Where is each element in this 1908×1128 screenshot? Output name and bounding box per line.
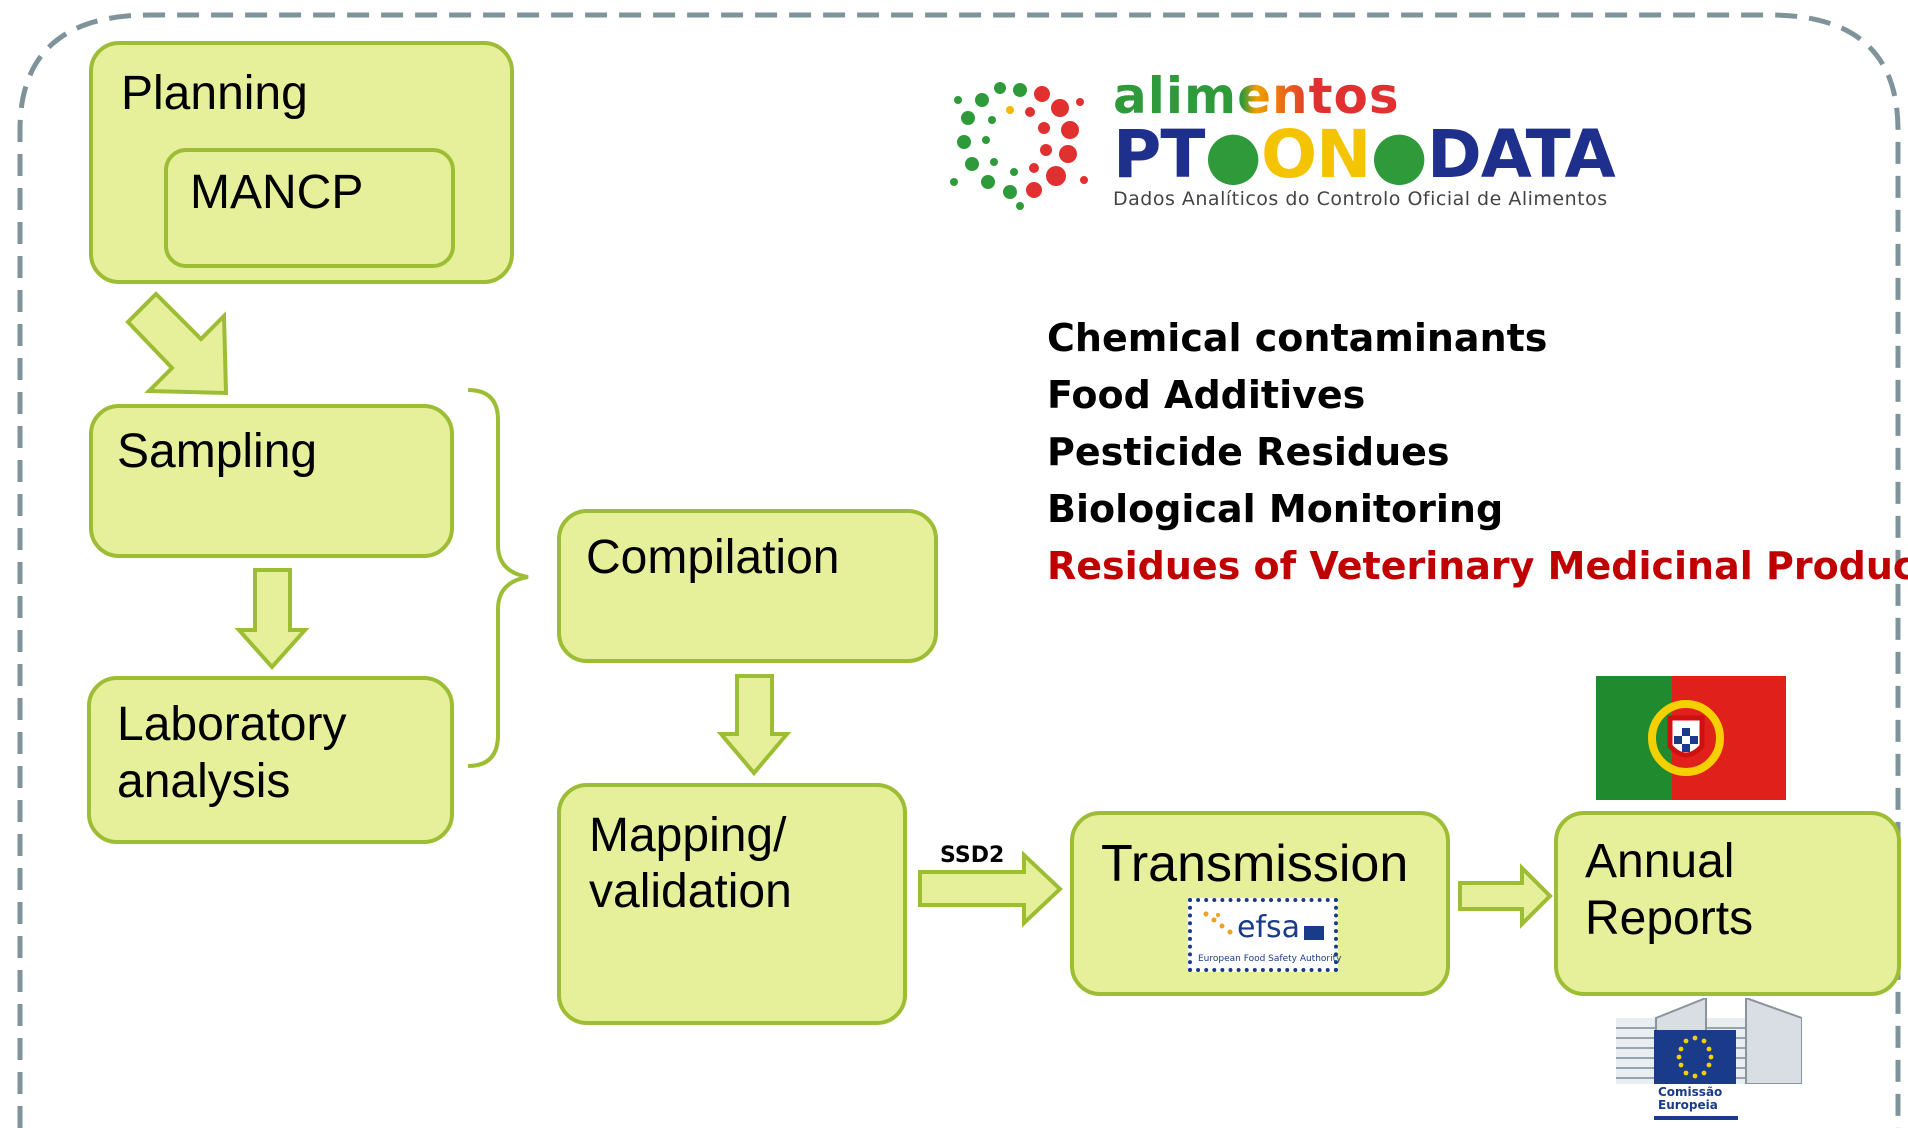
topic-item: Pesticide Residues [1047, 430, 1450, 474]
arrow-planning-to-sampling [125, 291, 229, 396]
mapping-label-1: Mapping/ [589, 809, 787, 862]
annual-reports-box [1554, 811, 1901, 996]
topics-list: Chemical contaminants Food Additives Pes… [1047, 310, 1908, 595]
sampling-box [89, 404, 454, 558]
lab-analysis-label-1: Laboratory [117, 698, 347, 751]
european-commission-building-icon [1616, 998, 1802, 1084]
mancp-label: MANCP [190, 166, 364, 219]
reports-label-1: Annual [1585, 835, 1735, 888]
arrow-compilation-to-mapping [716, 674, 792, 777]
mapping-validation-box [557, 783, 907, 1025]
logo-pt: PT [1113, 116, 1205, 193]
eu-flag-icon [1304, 926, 1324, 940]
arrow-mapping-to-transmission [918, 850, 1063, 928]
alimentos-pt-on-data-logo: alimentos PT●ON●DATA Dados Analíticos do… [1113, 70, 1616, 210]
logo-pt-on-data: PT●ON●DATA [1113, 116, 1616, 193]
sampling-label: Sampling [117, 425, 318, 478]
transmission-label: Transmission [1101, 835, 1409, 893]
topic-item: Food Additives [1047, 373, 1366, 417]
reports-label-2: Reports [1585, 892, 1754, 945]
efsa-logo: efsa European Food Safety Authority [1188, 898, 1342, 972]
logo-data: DATA [1426, 116, 1616, 193]
lab-analysis-label-2: analysis [117, 755, 291, 808]
mancp-box [164, 148, 455, 268]
portugal-flag-icon [1596, 676, 1786, 800]
efsa-tagline: European Food Safety Authority [1198, 954, 1342, 964]
lab-analysis-box [87, 676, 454, 844]
efsa-word: efsa [1237, 910, 1301, 945]
european-commission-label: Comissão Europeia [1658, 1086, 1722, 1112]
brace [467, 388, 529, 768]
logo-alimentos-text: alimentos [1113, 67, 1400, 125]
logo-subtitle: Dados Analíticos do Controlo Oficial de … [1113, 188, 1608, 210]
topic-item-highlighted: Residues of Veterinary Medicinal Product… [1047, 544, 1908, 588]
compilation-label: Compilation [586, 531, 840, 584]
alimentos-dots-logo-icon [950, 82, 1088, 210]
topic-item: Biological Monitoring [1047, 487, 1504, 531]
arrow-sampling-to-lab [234, 568, 310, 671]
planning-label: Planning [121, 67, 308, 120]
efsa-stars-icon [1203, 911, 1233, 935]
arrow-transmission-to-reports [1458, 863, 1553, 929]
logo-on: ON [1261, 116, 1371, 193]
logo-alimentos: alimentos [1113, 70, 1615, 122]
ssd2-label: SSD2 [940, 843, 1005, 868]
compilation-box [557, 509, 938, 663]
topic-item: Chemical contaminants [1047, 316, 1548, 360]
mapping-label-2: validation [589, 865, 792, 918]
ec-line-2: Europeia [1658, 1098, 1718, 1112]
ec-underline [1654, 1116, 1738, 1120]
ec-line-1: Comissão [1658, 1085, 1723, 1099]
